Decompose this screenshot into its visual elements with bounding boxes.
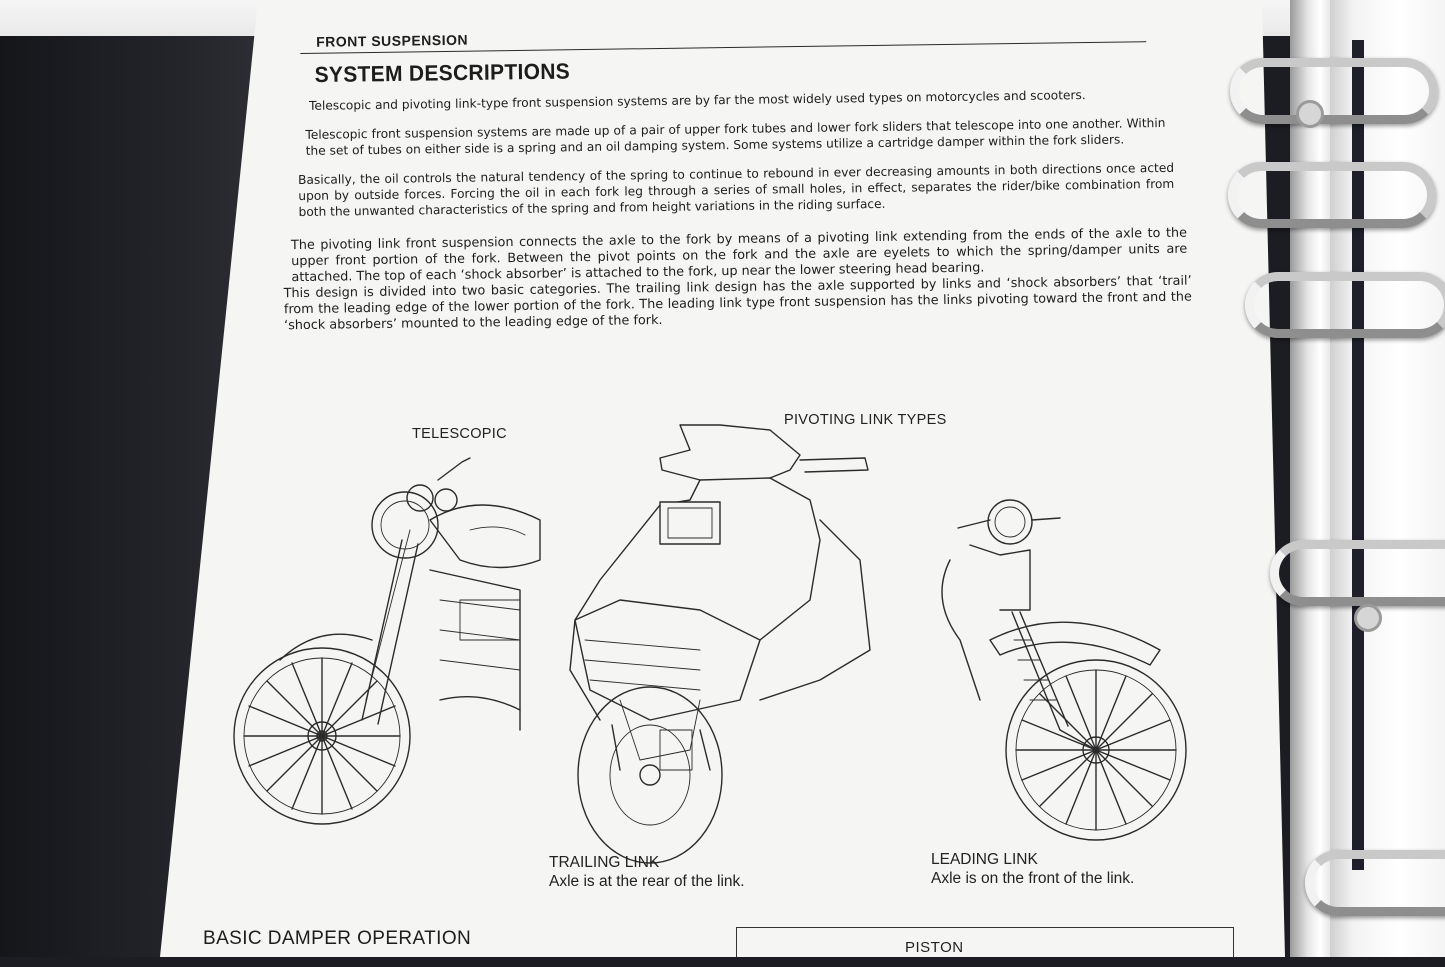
caption-trailing-link-desc: Axle is at the rear of the link. [549,873,745,890]
caption-trailing-link: TRAILING LINK Axle is at the rear of the… [549,853,745,891]
telescopic-fork-motorcycle-illustration [233,457,541,825]
caption-leading-link-desc: Axle is on the front of the link. [931,870,1135,887]
next-pages-stack [1330,0,1445,957]
binder-ring-icon [1228,162,1436,228]
binder-ring-icon [1270,540,1445,606]
binder-ring-icon [1230,58,1438,124]
caption-leading-link-title: LEADING LINK [931,851,1038,868]
caption-trailing-link-title: TRAILING LINK [549,854,660,871]
binder-rivet-icon [1354,604,1382,632]
trailing-link-scooter-illustration [569,424,871,864]
label-pivoting-link-types: PIVOTING LINK TYPES [784,412,947,428]
leading-link-moped-illustration [941,499,1187,841]
binder-rivet-icon [1296,100,1324,128]
binder-ring-icon [1245,272,1445,338]
piston-diagram-frame [736,927,1234,957]
subheading-damper-operation: BASIC DAMPER OPERATION [203,928,472,949]
binder-ring-icon [1305,850,1445,916]
caption-leading-link: LEADING LINK Axle is on the front of the… [931,850,1134,888]
label-telescopic: TELESCOPIC [412,426,507,442]
piston-label: PISTON [905,939,964,956]
binder-mechanism [1352,40,1364,870]
